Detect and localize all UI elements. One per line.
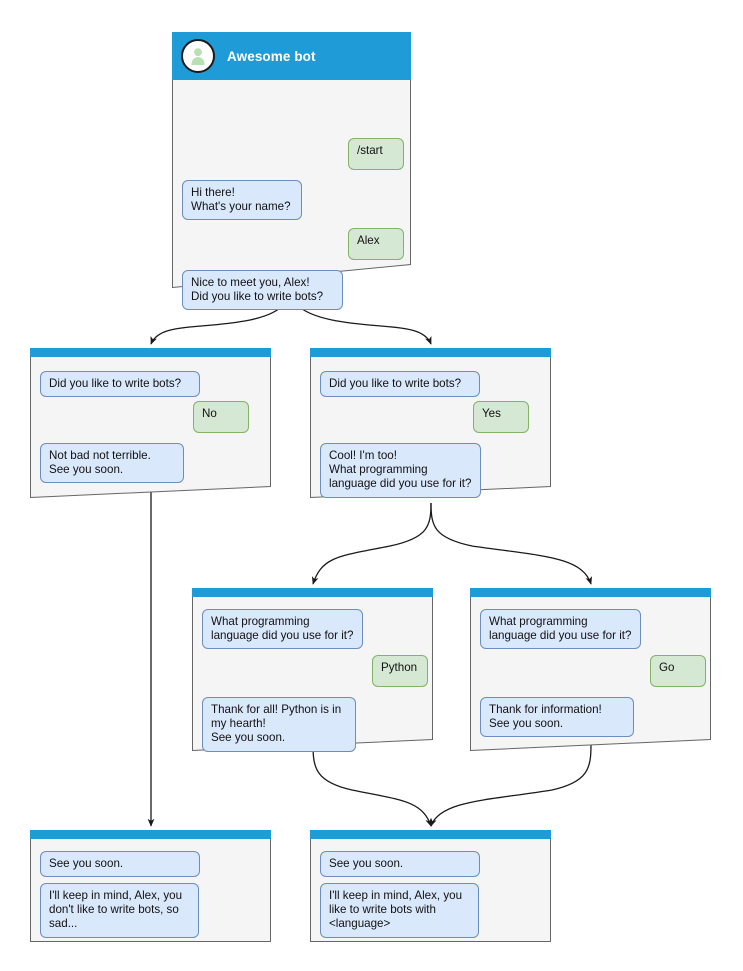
user-message-bubble[interactable]: Python (372, 655, 428, 687)
node-content: What programming language did you use fo… (470, 588, 711, 751)
bot-message-bubble[interactable]: What programming language did you use fo… (202, 609, 363, 650)
node-header-bar: Awesome bot (172, 32, 411, 80)
bot-message-bubble[interactable]: Did you like to write bots? (40, 371, 200, 398)
edge-go-to-end-happy (430, 744, 592, 827)
edge-yes-to-python (311, 502, 432, 585)
bot-message-bubble[interactable]: Nice to meet you, Alex! Did you like to … (182, 270, 343, 311)
bot-title: Awesome bot (227, 48, 316, 64)
bot-message-bubble[interactable]: See you soon. (320, 851, 480, 878)
node-content: Awesome bot/start Hi there! What's your n… (172, 32, 411, 311)
node-content: See you soon. I'll keep in mind, Alex, yo… (310, 830, 551, 942)
node-header-bar (30, 830, 271, 839)
person-avatar-icon (181, 39, 215, 73)
node-header-bar (192, 588, 433, 597)
bot-message-bubble[interactable]: Did you like to write bots? (320, 371, 480, 398)
bot-message-bubble[interactable]: Hi there! What's your name? (182, 180, 302, 221)
bot-message-bubble[interactable]: Thank for all! Python is in my hearth! S… (202, 697, 356, 752)
node-header-bar (30, 348, 271, 357)
bot-message-bubble[interactable]: I'll keep in mind, Alex, you don't like … (40, 883, 199, 938)
user-message-bubble[interactable]: Alex (348, 228, 404, 260)
user-message-bubble[interactable]: Go (650, 655, 706, 687)
node-header-bar (310, 830, 551, 839)
node-end-happy[interactable]: See you soon. I'll keep in mind, Alex, yo… (310, 830, 551, 942)
bot-message-bubble[interactable]: See you soon. (40, 851, 200, 878)
user-message-bubble[interactable]: /start (348, 138, 404, 170)
node-awesome-bot-root[interactable]: Awesome bot/start Hi there! What's your n… (172, 32, 411, 311)
edge-yes-to-go (430, 502, 593, 585)
bot-message-bubble[interactable]: Not bad not terrible. See you soon. (40, 443, 184, 484)
node-content: See you soon. I'll keep in mind, Alex, yo… (30, 830, 271, 942)
bot-message-bubble[interactable]: I'll keep in mind, Alex, you like to wri… (320, 883, 479, 938)
user-message-bubble[interactable]: Yes (473, 401, 529, 433)
node-content: What programming language did you use fo… (192, 588, 433, 752)
node-header-bar (470, 588, 711, 597)
bot-message-bubble[interactable]: Cool! I'm too! What programming language… (320, 443, 481, 498)
node-header-bar (310, 348, 551, 357)
node-language-python[interactable]: What programming language did you use fo… (192, 588, 433, 752)
user-message-bubble[interactable]: No (193, 401, 249, 433)
edge-python-to-end-happy (312, 744, 432, 827)
bot-message-bubble[interactable]: Thank for information! See you soon. (480, 697, 634, 738)
node-language-go[interactable]: What programming language did you use fo… (470, 588, 711, 751)
bot-message-bubble[interactable]: What programming language did you use fo… (480, 609, 641, 650)
node-end-sad[interactable]: See you soon. I'll keep in mind, Alex, yo… (30, 830, 271, 942)
